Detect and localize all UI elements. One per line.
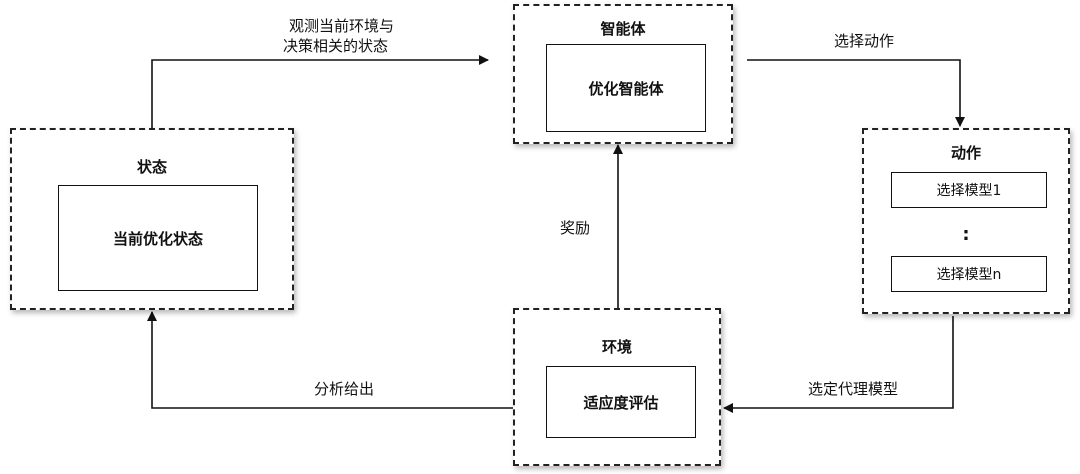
action-item-1: 选择模型1	[891, 172, 1047, 208]
edge-environment-to-state	[147, 311, 513, 409]
state-title: 状态	[136, 158, 167, 176]
environment-inner-label: 适应度评估	[583, 393, 659, 412]
action-item-n: 选择模型n	[891, 256, 1047, 292]
edge-action-to-environment	[723, 316, 954, 413]
edge-label-select-action: 选择动作	[834, 32, 895, 50]
action-node: 动作 选择模型1 : 选择模型n	[862, 128, 1070, 314]
agent-node: 智能体 优化智能体	[513, 4, 733, 144]
action-title: 动作	[950, 144, 981, 162]
edge-label-observe-line1: 观测当前环境与	[289, 17, 395, 35]
environment-title: 环境	[601, 338, 632, 356]
agent-title: 智能体	[600, 20, 646, 38]
action-item-1-label: 选择模型1	[936, 183, 1002, 199]
edge-agent-to-action	[747, 59, 965, 127]
state-inner-label: 当前优化状态	[112, 229, 203, 248]
action-ellipsis: :	[962, 224, 970, 245]
edge-label-observe-line2: 决策相关的状态	[283, 37, 389, 55]
action-item-n-label: 选择模型n	[936, 267, 1002, 283]
edge-state-to-agent	[151, 55, 489, 128]
environment-inner-box: 适应度评估	[546, 366, 696, 438]
state-inner-box: 当前优化状态	[58, 185, 258, 291]
state-node: 状态 当前优化状态	[10, 128, 294, 310]
agent-inner-box: 优化智能体	[546, 44, 706, 132]
edge-label-analyze: 分析给出	[314, 380, 375, 398]
environment-node: 环境 适应度评估	[513, 308, 721, 466]
edge-label-select-surrogate: 选定代理模型	[808, 380, 899, 398]
agent-inner-label: 优化智能体	[588, 79, 664, 98]
edge-label-reward: 奖励	[560, 219, 591, 237]
